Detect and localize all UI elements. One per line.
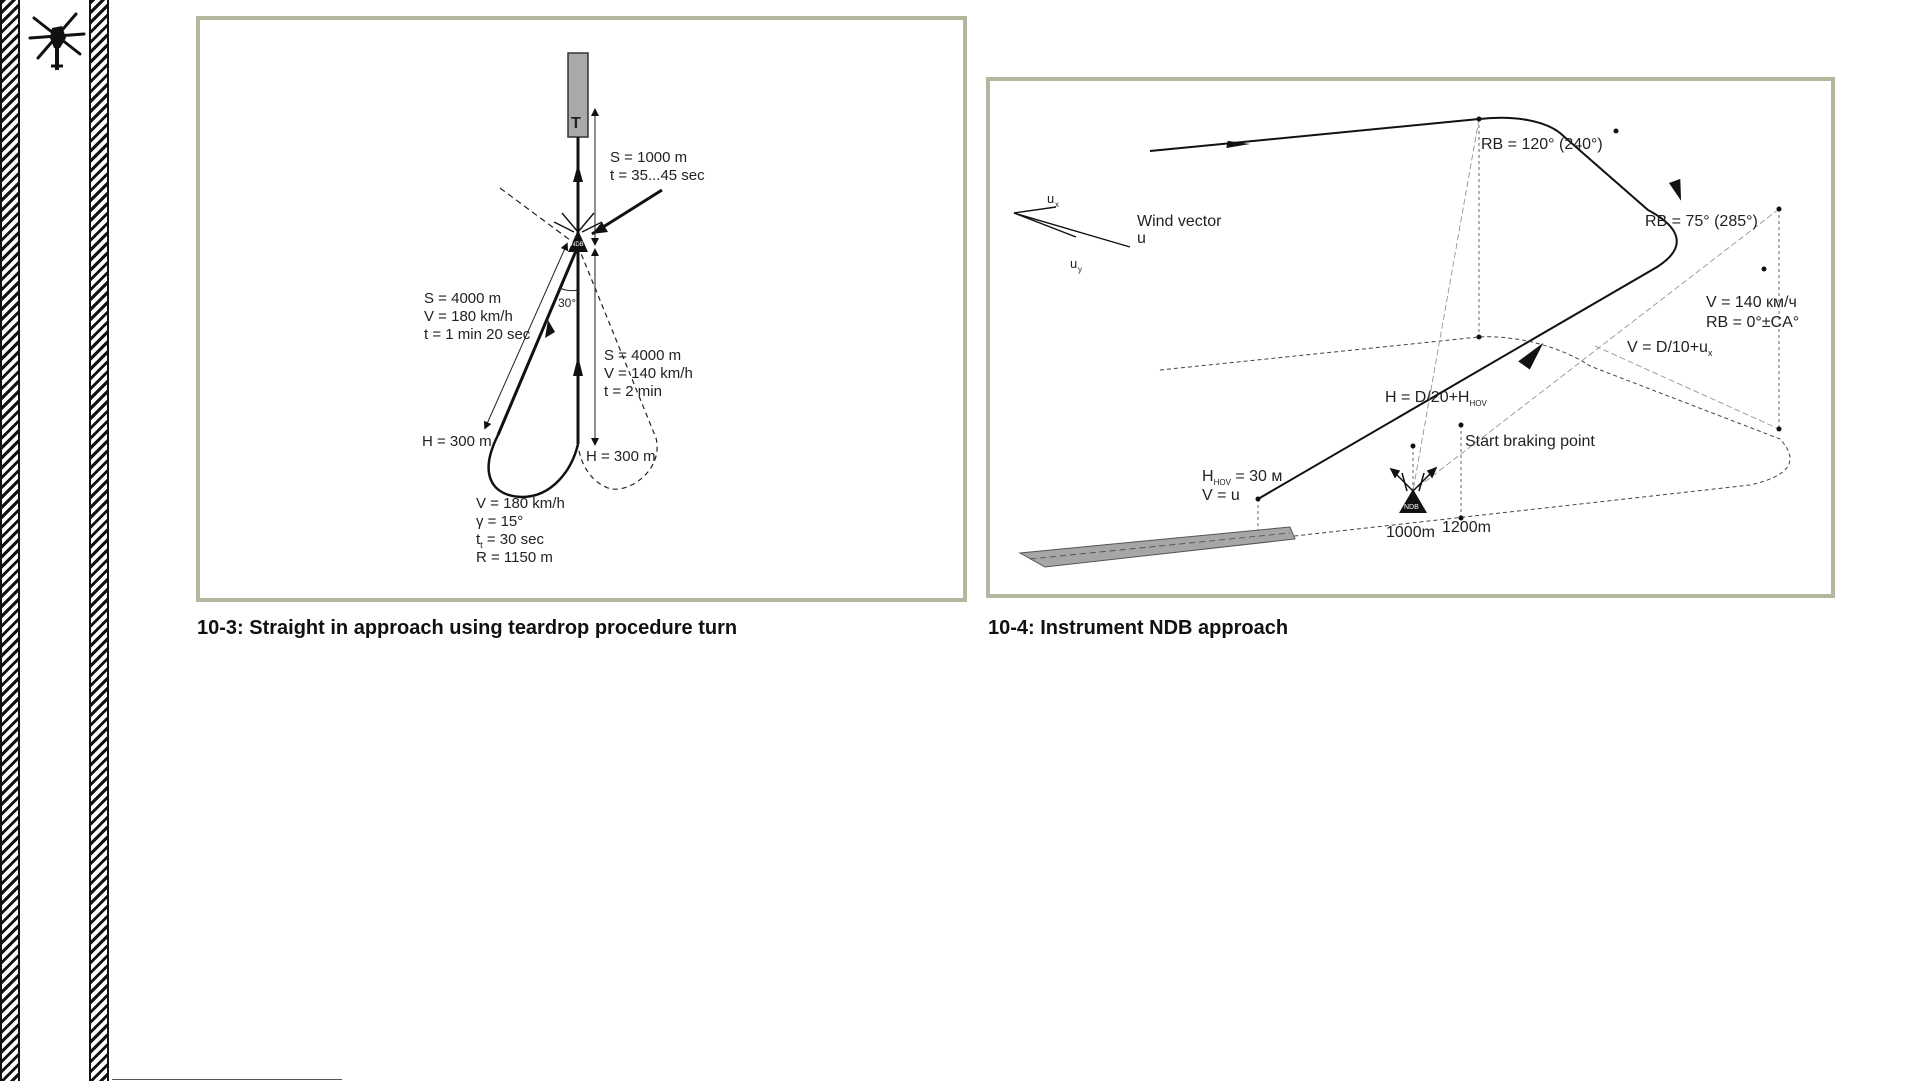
ndb-approach-diagram: NDB u x u y RB = 120° (240°) Wind vector… <box>1013 116 1799 568</box>
svg-text:t = 1 min 20 sec: t = 1 min 20 sec <box>424 326 531 343</box>
svg-text:H = D/20+HHOV: H = D/20+HHOV <box>1385 389 1487 408</box>
ndb-beacon-icon: NDB <box>553 212 603 252</box>
svg-text:1000m: 1000m <box>1386 524 1435 541</box>
svg-text:1200m: 1200m <box>1442 519 1491 536</box>
figure-caption-10-3: 10-3: Straight in approach using teardro… <box>197 617 738 639</box>
svg-text:V = 180 km/h: V = 180 km/h <box>476 495 565 512</box>
wind-vector-icon <box>1013 206 1131 248</box>
svg-text:x: x <box>1055 200 1059 209</box>
svg-text:S = 1000 m: S = 1000 m <box>610 149 687 166</box>
svg-text:tt = 30 sec: tt = 30 sec <box>476 531 544 550</box>
figure-ndb-approach: NDB u x u y RB = 120° (240°) Wind vector… <box>986 77 1835 598</box>
svg-text:RB = 75° (285°): RB = 75° (285°) <box>1645 213 1758 230</box>
runway-t-label: T <box>571 115 581 132</box>
svg-text:u: u <box>1070 256 1077 271</box>
svg-text:γ = 15°: γ = 15° <box>476 513 523 530</box>
svg-text:R = 1150 m: R = 1150 m <box>476 549 553 566</box>
left-hatch-border <box>0 0 20 1081</box>
svg-text:S = 4000 m: S = 4000 m <box>604 347 681 364</box>
helicopter-logo-icon <box>28 12 86 70</box>
svg-text:V = 180 km/h: V = 180 km/h <box>424 308 513 325</box>
svg-text:V = D/10+ux: V = D/10+ux <box>1627 339 1713 358</box>
svg-text:RB = 120° (240°): RB = 120° (240°) <box>1481 136 1603 153</box>
teardrop-diagram: T NDB <box>422 52 705 566</box>
svg-text:t = 35...45 sec: t = 35...45 sec <box>610 167 705 184</box>
right-hatch-border <box>89 0 109 1081</box>
svg-text:V = 140 км/ч: V = 140 км/ч <box>1706 294 1797 311</box>
svg-text:u: u <box>1137 230 1146 247</box>
svg-text:HHOV = 30 м: HHOV = 30 м <box>1202 468 1282 487</box>
svg-text:S = 4000 m: S = 4000 m <box>424 290 501 307</box>
svg-text:30°: 30° <box>558 296 576 310</box>
figure-teardrop-approach: T NDB <box>196 16 967 602</box>
svg-text:H = 300 m: H = 300 m <box>586 448 656 465</box>
svg-text:u: u <box>1047 191 1054 206</box>
svg-text:H = 300 m: H = 300 m <box>422 433 492 450</box>
svg-text:t = 2 min: t = 2 min <box>604 383 662 400</box>
figure-caption-10-4: 10-4: Instrument NDB approach <box>988 617 1289 639</box>
runway-polygon <box>1018 526 1296 568</box>
svg-text:NDB: NDB <box>1404 504 1419 511</box>
ndb-beacon-icon: NDB <box>1389 466 1438 513</box>
svg-text:Wind vector: Wind vector <box>1137 213 1222 230</box>
svg-text:RB = 0°±CA°: RB = 0°±CA° <box>1706 314 1799 331</box>
svg-text:V = 140 km/h: V = 140 km/h <box>604 365 693 382</box>
svg-text:y: y <box>1078 265 1082 274</box>
svg-text:Start braking point: Start braking point <box>1465 433 1595 450</box>
svg-text:V = u: V = u <box>1202 487 1240 504</box>
bottom-rule <box>112 1079 342 1080</box>
svg-text:NDB: NDB <box>571 242 584 248</box>
